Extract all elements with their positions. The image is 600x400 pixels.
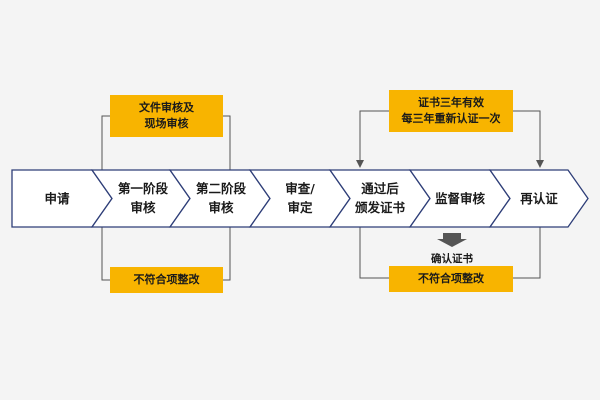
- note-cert-validity-line1: 证书三年有效: [418, 96, 484, 109]
- note-cert-validity-line2: 每三年重新认证一次: [401, 112, 501, 125]
- note-doc-review-line2: 现场审核: [144, 117, 189, 130]
- note-doc-review-line1: 文件审核及: [139, 101, 194, 114]
- connector-cert-validity: [356, 110, 389, 168]
- note-nonconform-right-text: 不符合项整改: [418, 272, 484, 285]
- connector-nonconform-right: [359, 227, 541, 279]
- note-nonconform-left-text: 不符合项整改: [133, 273, 200, 286]
- down-arrow-icon: [437, 233, 467, 247]
- connector-cert-validity-right: [513, 110, 544, 168]
- note-cert-validity: 证书三年有效 每三年重新认证一次: [389, 90, 513, 132]
- step-shape-apply: [11, 169, 113, 228]
- step-shape-recertify: [488, 169, 589, 228]
- note-nonconform-right: 不符合项整改: [389, 266, 513, 292]
- note-doc-review: 文件审核及 现场审核: [110, 95, 223, 137]
- note-confirm-cert-text: 确认证书: [431, 253, 473, 265]
- note-confirm-cert: 确认证书: [412, 251, 492, 266]
- process-steps: [11, 169, 589, 228]
- connector-nonconform-left: [101, 227, 231, 281]
- connectors: [101, 110, 544, 281]
- note-nonconform-left: 不符合项整改: [110, 267, 223, 293]
- connector-doc-review: [101, 115, 231, 170]
